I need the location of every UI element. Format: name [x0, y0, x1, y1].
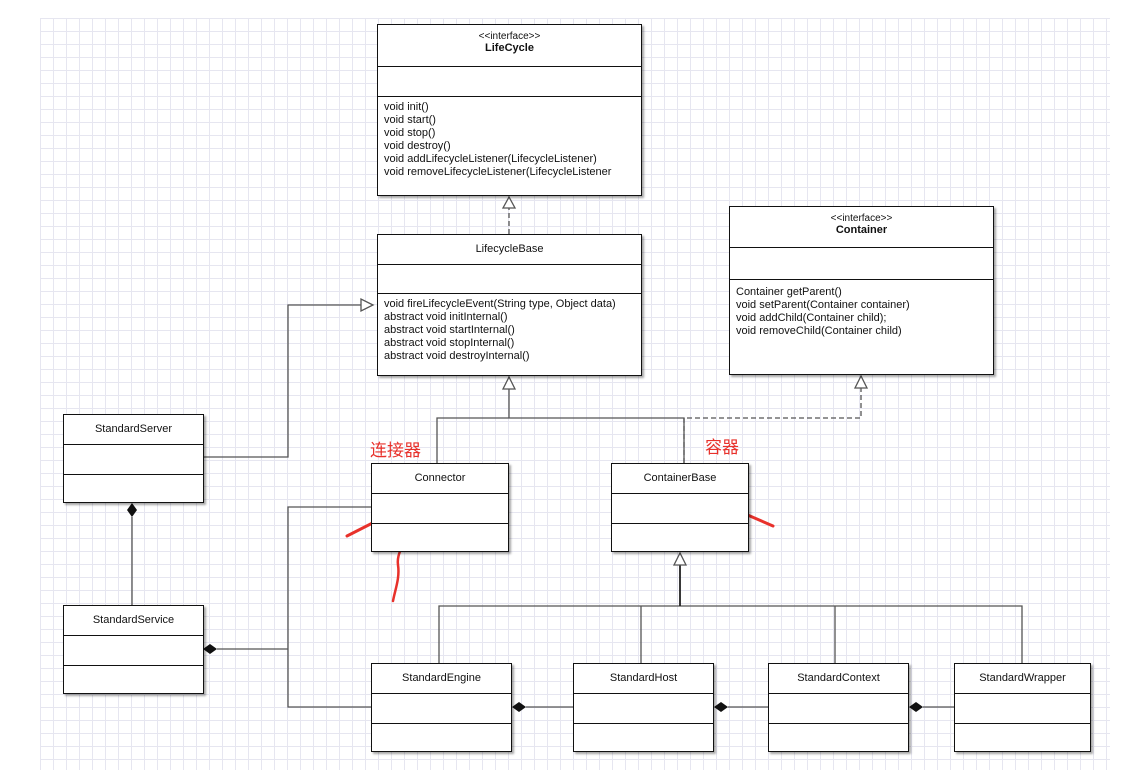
operation: abstract void stopInternal(): [384, 337, 515, 349]
operations-compartment: void init() void start() void stop() voi…: [378, 97, 641, 195]
class-header: StandardWrapper: [955, 664, 1090, 694]
operations-compartment: [64, 666, 203, 693]
class-standardengine[interactable]: StandardEngine: [371, 663, 512, 752]
attributes-compartment: [372, 694, 511, 724]
class-name: StandardService: [92, 614, 175, 626]
stereotype-label: <<interface>>: [830, 213, 893, 224]
class-header: StandardEngine: [372, 664, 511, 694]
operation: void setParent(Container container): [736, 299, 910, 311]
operation: void addChild(Container child);: [736, 312, 887, 324]
class-header: <<interface>> LifeCycle: [378, 25, 641, 67]
class-header: Connector: [372, 464, 508, 494]
class-name: StandardContext: [797, 672, 880, 684]
operations-compartment: Container getParent() void setParent(Con…: [730, 280, 993, 374]
attributes-compartment: [769, 694, 908, 724]
class-header: LifecycleBase: [378, 235, 641, 265]
class-name: StandardServer: [94, 423, 173, 435]
class-standardservice[interactable]: StandardService: [63, 605, 204, 694]
class-header: <<interface>> Container: [730, 207, 993, 248]
attributes-compartment: [955, 694, 1090, 724]
operation: void removeLifecycleListener(LifecycleLi…: [384, 166, 612, 178]
operations-compartment: [372, 724, 511, 751]
connector-annotation-label: 连接器: [370, 441, 421, 460]
attributes-compartment: [378, 67, 641, 97]
operation: void removeChild(Container child): [736, 325, 902, 337]
operations-compartment: [955, 724, 1090, 751]
class-name: ContainerBase: [643, 472, 717, 484]
class-header: StandardService: [64, 606, 203, 636]
class-name: StandardEngine: [402, 672, 481, 684]
operations-compartment: [64, 475, 203, 502]
class-containerbase[interactable]: ContainerBase: [611, 463, 749, 552]
attributes-compartment: [574, 694, 713, 724]
operation: void destroy(): [384, 140, 451, 152]
class-header: ContainerBase: [612, 464, 748, 494]
operation: abstract void destroyInternal(): [384, 350, 530, 362]
class-header: StandardHost: [574, 664, 713, 694]
class-name: StandardWrapper: [979, 672, 1066, 684]
class-standardserver[interactable]: StandardServer: [63, 414, 204, 503]
operation: void stop(): [384, 127, 436, 139]
operation: void addLifecycleListener(LifecycleListe…: [384, 153, 597, 165]
attributes-compartment: [372, 494, 508, 524]
class-header: StandardContext: [769, 664, 908, 694]
operations-compartment: void fireLifecycleEvent(String type, Obj…: [378, 294, 641, 375]
class-name: Container: [835, 224, 888, 236]
operation: void fireLifecycleEvent(String type, Obj…: [384, 298, 616, 310]
operation: abstract void initInternal(): [384, 311, 508, 323]
class-header: StandardServer: [64, 415, 203, 445]
attributes-compartment: [64, 636, 203, 666]
operations-compartment: [574, 724, 713, 751]
container-annotation-label: 容器: [705, 438, 739, 457]
attributes-compartment: [730, 248, 993, 280]
class-standardwrapper[interactable]: StandardWrapper: [954, 663, 1091, 752]
class-standardhost[interactable]: StandardHost: [573, 663, 714, 752]
class-name: StandardHost: [609, 672, 678, 684]
stereotype-label: <<interface>>: [478, 31, 541, 42]
operations-compartment: [372, 524, 508, 551]
class-standardcontext[interactable]: StandardContext: [768, 663, 909, 752]
attributes-compartment: [378, 265, 641, 294]
class-name: Connector: [414, 472, 466, 484]
class-lifecycle[interactable]: <<interface>> LifeCycle void init() void…: [377, 24, 642, 196]
class-connector[interactable]: Connector: [371, 463, 509, 552]
class-name: LifeCycle: [485, 42, 534, 54]
operation: void init(): [384, 101, 429, 113]
class-container[interactable]: <<interface>> Container Container getPar…: [729, 206, 994, 375]
class-lifecyclebase[interactable]: LifecycleBase void fireLifecycleEvent(St…: [377, 234, 642, 376]
attributes-compartment: [612, 494, 748, 524]
operation: Container getParent(): [736, 286, 842, 298]
operations-compartment: [612, 524, 748, 551]
class-name: LifecycleBase: [475, 243, 544, 255]
operations-compartment: [769, 724, 908, 751]
operation: abstract void startInternal(): [384, 324, 515, 336]
attributes-compartment: [64, 445, 203, 475]
operation: void start(): [384, 114, 436, 126]
